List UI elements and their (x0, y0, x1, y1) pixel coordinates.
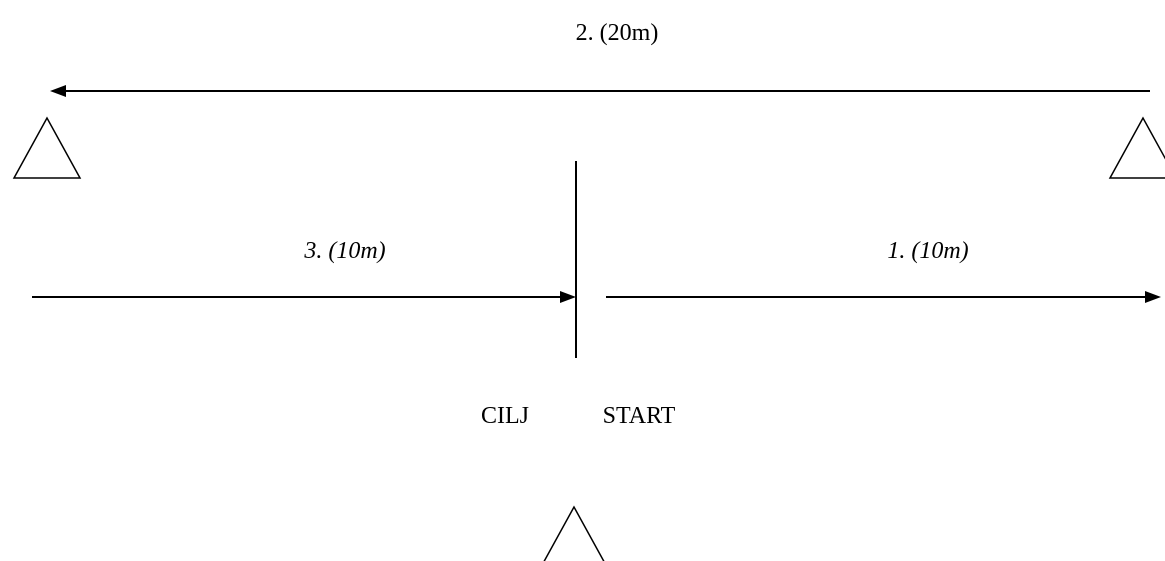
leg-3-arrow (32, 291, 576, 303)
leg-3-label: 3. (10m) (303, 238, 385, 264)
bottom-cone-icon (543, 505, 605, 561)
leg-1-label: 1. (10m) (887, 238, 968, 264)
leg-1-arrow (606, 291, 1161, 303)
start-label: START (603, 403, 676, 429)
finish-label: CILJ (481, 403, 529, 429)
leg-2-label: 2. (20m) (576, 20, 659, 46)
leg-2-arrow (50, 85, 1150, 97)
left-cone-icon (12, 116, 82, 179)
right-cone-icon (1108, 116, 1165, 179)
